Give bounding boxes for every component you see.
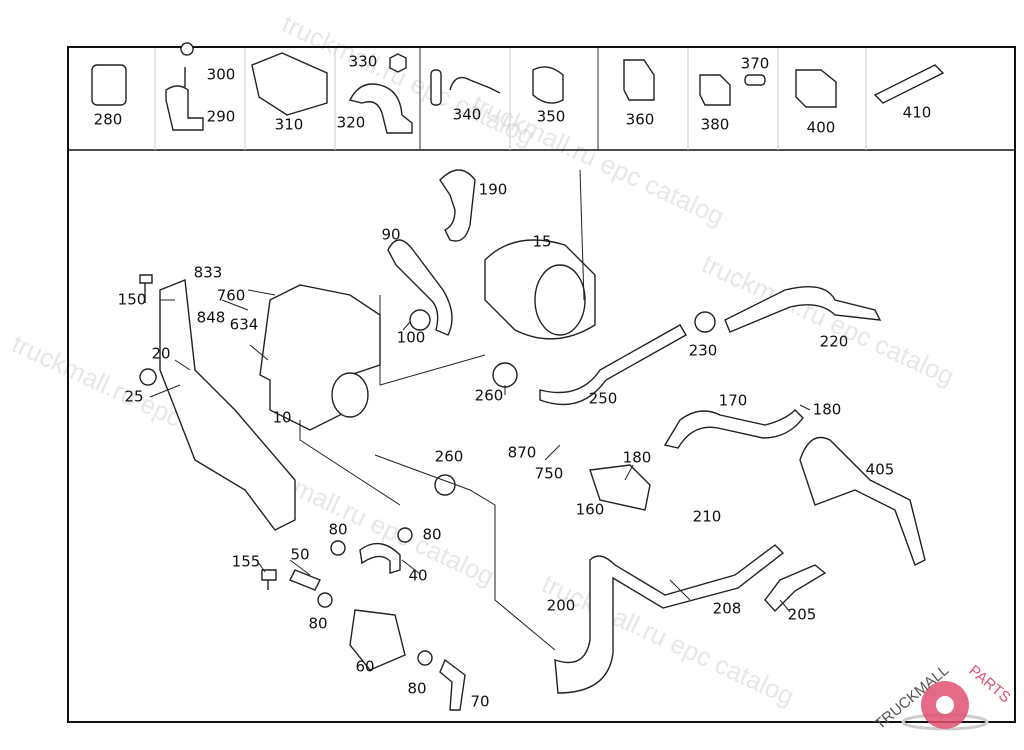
part-label-410[interactable]: 410	[903, 104, 932, 122]
part-label-40[interactable]: 40	[408, 567, 427, 585]
part-label-200[interactable]: 200	[547, 597, 576, 615]
part-label-10[interactable]: 10	[272, 409, 291, 427]
part-label-150[interactable]: 150	[118, 291, 147, 309]
part-label-205[interactable]: 205	[788, 606, 817, 624]
part-label-260b[interactable]: 260	[435, 448, 464, 466]
part-label-50[interactable]: 50	[290, 546, 309, 564]
part-label-350[interactable]: 350	[537, 108, 566, 126]
part-label-230[interactable]: 230	[689, 342, 718, 360]
part-label-750[interactable]: 750	[535, 465, 564, 483]
part-label-190[interactable]: 190	[479, 181, 508, 199]
part-label-210[interactable]: 210	[693, 508, 722, 526]
part-label-370[interactable]: 370	[741, 55, 770, 73]
part-label-60[interactable]: 60	[355, 658, 374, 676]
part-label-25[interactable]: 25	[124, 388, 143, 406]
part-label-290[interactable]: 290	[207, 108, 236, 126]
part-label-208[interactable]: 208	[713, 600, 742, 618]
header-part-icons	[91, 42, 945, 134]
part-label-760[interactable]: 760	[217, 287, 246, 305]
part-label-400[interactable]: 400	[807, 119, 836, 137]
part-label-310[interactable]: 310	[275, 116, 304, 134]
leader-lines	[149, 289, 811, 651]
header-part-labels: 280 300 290 310 330 320 340 350 360 370 …	[94, 53, 932, 137]
part-label-100[interactable]: 100	[397, 329, 426, 347]
part-label-634[interactable]: 634	[230, 316, 259, 334]
main-part-sketches	[139, 169, 926, 711]
part-label-80d[interactable]: 80	[407, 680, 426, 698]
part-label-90[interactable]: 90	[381, 226, 400, 244]
part-label-160[interactable]: 160	[576, 501, 605, 519]
part-label-340[interactable]: 340	[453, 106, 482, 124]
part-label-170[interactable]: 170	[719, 392, 748, 410]
part-label-360[interactable]: 360	[626, 111, 655, 129]
part-label-320[interactable]: 320	[337, 114, 366, 132]
part-label-15[interactable]: 15	[532, 233, 551, 251]
part-label-380[interactable]: 380	[701, 116, 730, 134]
part-label-80c[interactable]: 80	[308, 615, 327, 633]
part-label-220[interactable]: 220	[820, 333, 849, 351]
part-label-848[interactable]: 848	[197, 309, 226, 327]
part-label-260[interactable]: 260	[475, 387, 504, 405]
svg-text:PARTS: PARTS	[965, 662, 1013, 706]
part-label-80b[interactable]: 80	[422, 526, 441, 544]
part-label-280[interactable]: 280	[94, 111, 123, 129]
part-label-70[interactable]: 70	[470, 693, 489, 711]
part-label-80[interactable]: 80	[328, 521, 347, 539]
part-label-20[interactable]: 20	[151, 345, 170, 363]
diagram-frame	[67, 46, 1016, 723]
part-label-870[interactable]: 870	[508, 444, 537, 462]
part-label-180b[interactable]: 180	[623, 449, 652, 467]
part-label-155[interactable]: 155	[232, 553, 261, 571]
part-label-405[interactable]: 405	[866, 461, 895, 479]
part-label-180[interactable]: 180	[813, 401, 842, 419]
part-label-833[interactable]: 833	[194, 264, 223, 282]
part-label-330[interactable]: 330	[349, 53, 378, 71]
main-part-labels: 190 15 90 833 760 150 848 634 100 230 22…	[118, 181, 895, 711]
part-label-250[interactable]: 250	[589, 390, 618, 408]
header-cell-dividers	[154, 48, 867, 150]
part-label-300[interactable]: 300	[207, 66, 236, 84]
